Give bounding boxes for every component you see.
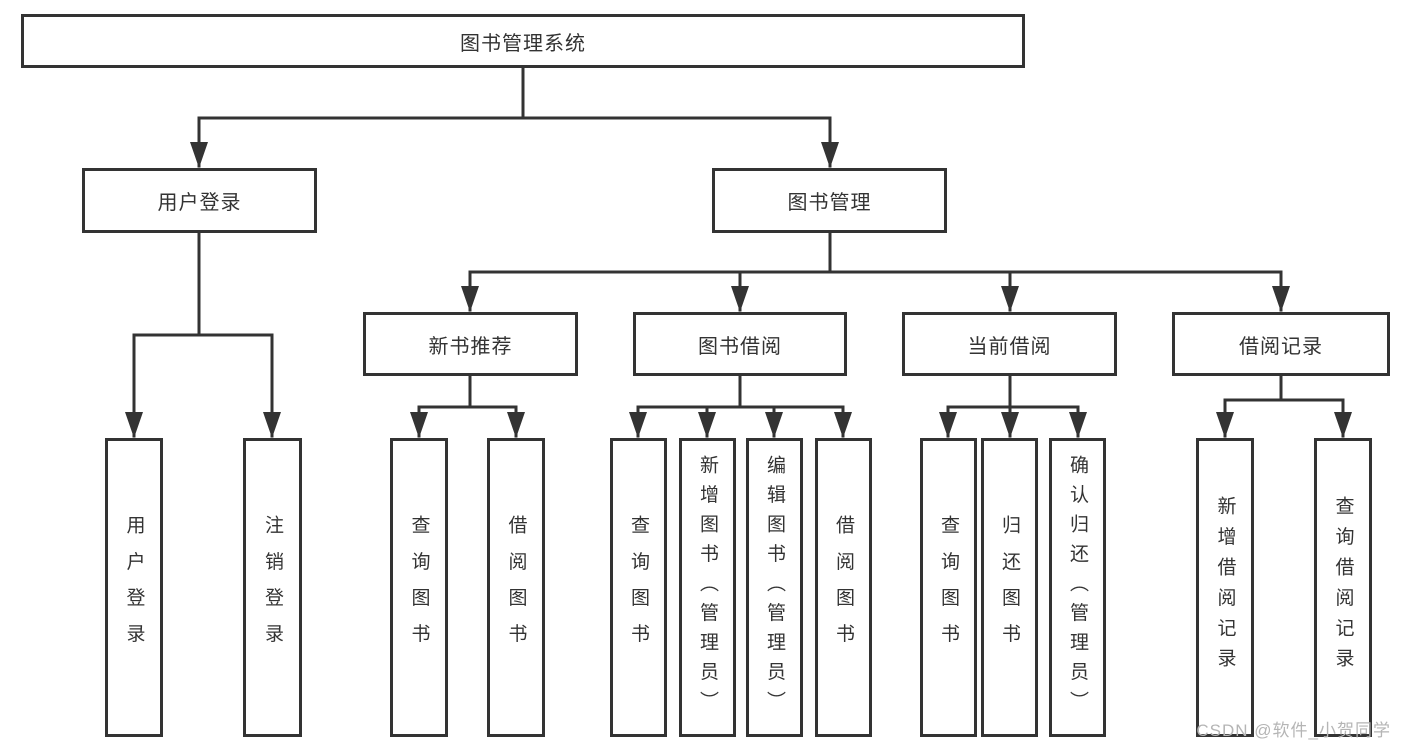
leaf-add-borrow-record: 新增借阅记录: [1196, 438, 1254, 737]
node-current-borrowing: 当前借阅: [902, 312, 1117, 376]
node-book-management: 图书管理: [712, 168, 947, 233]
leaf-add-book-admin: 新增图书（管理员）: [679, 438, 736, 737]
leaf-user-login: 用户登录: [105, 438, 163, 737]
csdn-watermark: CSDN @软件_小贺同学: [1196, 721, 1391, 740]
leaf-query-books-borrowing: 查询图书: [610, 438, 667, 737]
leaf-borrow-books-recommend: 借阅图书: [487, 438, 545, 737]
leaf-query-books-current: 查询图书: [920, 438, 977, 737]
node-book-borrowing: 图书借阅: [633, 312, 847, 376]
leaf-logout: 注销登录: [243, 438, 302, 737]
leaf-edit-book-admin: 编辑图书（管理员）: [746, 438, 803, 737]
node-borrowing-records: 借阅记录: [1172, 312, 1390, 376]
node-new-book-recommend: 新书推荐: [363, 312, 578, 376]
leaf-return-book: 归还图书: [981, 438, 1038, 737]
leaf-query-borrow-record: 查询借阅记录: [1314, 438, 1372, 737]
node-user-login: 用户登录: [82, 168, 317, 233]
leaf-query-books-recommend: 查询图书: [390, 438, 448, 737]
leaf-confirm-return-admin: 确认归还（管理员）: [1049, 438, 1106, 737]
node-library-management-system: 图书管理系统: [21, 14, 1025, 68]
leaf-borrow-books-borrowing: 借阅图书: [815, 438, 872, 737]
